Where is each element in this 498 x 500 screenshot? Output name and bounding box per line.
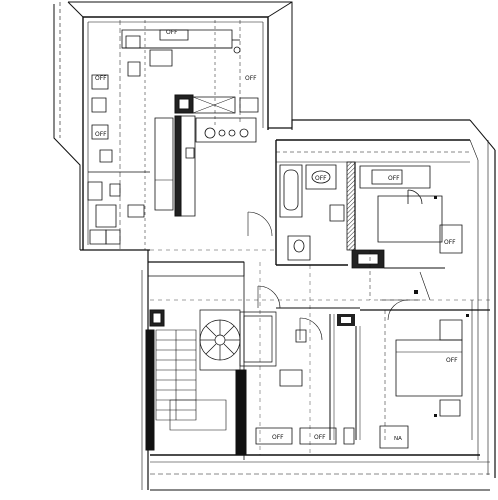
label-off: OFF — [245, 75, 257, 82]
stair-hall-outline — [142, 250, 490, 490]
label-off: OFF — [314, 434, 326, 441]
label-off: OFF — [272, 434, 284, 441]
chimney-right — [337, 314, 355, 326]
bedroom-upper — [352, 166, 462, 268]
right-wing-outline — [268, 120, 495, 478]
stair-flight — [156, 330, 226, 430]
label-off: OFF — [388, 175, 400, 182]
bathroom — [276, 162, 355, 265]
spiral-stair — [200, 310, 276, 370]
label-off: OFF — [444, 239, 456, 246]
dormer-bay-top — [122, 30, 240, 76]
label-off: OFF — [95, 75, 107, 82]
fixture-labels: OFF OFF OFF OFF OFF OFF OFF OFF OFF OFF … — [95, 29, 458, 442]
label-off: OFF — [315, 175, 327, 182]
construction-lines — [150, 250, 490, 455]
lower-right-rooms — [276, 250, 490, 448]
label-na: NA — [394, 436, 402, 442]
bottom-furniture-row — [256, 428, 354, 444]
label-off: OFF — [95, 131, 107, 138]
label-off: OFF — [166, 29, 178, 36]
label-off: OFF — [446, 357, 458, 364]
dining-furniture — [88, 75, 150, 244]
symbol-marks — [414, 196, 469, 417]
kitchen-block — [155, 95, 258, 216]
